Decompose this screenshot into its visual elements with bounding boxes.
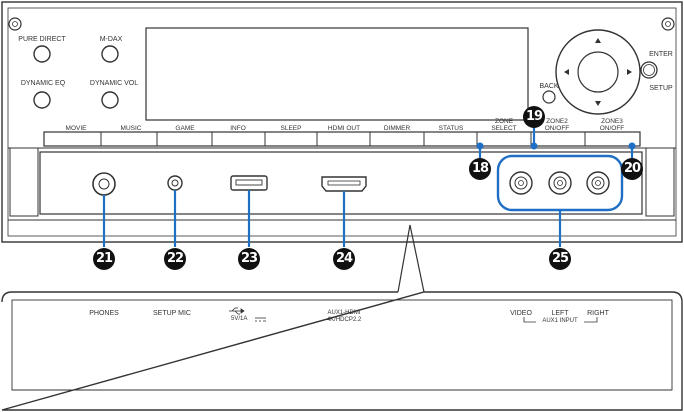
aux-hdcp-label: 4K/HDCP2.2 bbox=[326, 317, 362, 323]
detail-panel bbox=[1, 291, 683, 411]
hdmi-out-button-label[interactable]: HDMI OUT bbox=[327, 125, 361, 132]
callout-20: 20 bbox=[621, 158, 643, 180]
dynamic-vol-button[interactable] bbox=[101, 91, 119, 109]
m-dax-label: M-DAX bbox=[99, 36, 123, 43]
status-button-label[interactable]: STATUS bbox=[438, 125, 464, 132]
side-panel-left bbox=[9, 147, 39, 217]
phones-label: PHONES bbox=[89, 310, 119, 317]
leader-lines bbox=[102, 120, 636, 247]
pure-direct-label: PURE DIRECT bbox=[18, 36, 66, 43]
callout-24: 24 bbox=[333, 248, 355, 270]
hdmi-port[interactable] bbox=[321, 176, 367, 192]
callout-19: 19 bbox=[523, 106, 545, 128]
dynamic-eq-label: DYNAMIC EQ bbox=[20, 80, 66, 87]
screw-left-icon bbox=[8, 17, 22, 31]
zone3-button-label-2: ON/OFF bbox=[599, 125, 625, 132]
setup-label: SETUP bbox=[649, 85, 673, 92]
display-window bbox=[145, 27, 529, 121]
cursor-up-icon bbox=[595, 38, 601, 43]
info-button-label[interactable]: INFO bbox=[230, 125, 246, 132]
dynamic-vol-label: DYNAMIC VOL bbox=[89, 80, 139, 87]
pure-direct-button[interactable] bbox=[33, 45, 51, 63]
callout-21: 21 bbox=[93, 248, 115, 270]
aux1-input-bracket bbox=[523, 317, 598, 323]
sleep-button-label[interactable]: SLEEP bbox=[280, 125, 302, 132]
aux1-input-label: AUX1 INPUT bbox=[542, 318, 578, 324]
cursor-right-icon bbox=[627, 69, 632, 75]
cursor-left-icon bbox=[564, 69, 569, 75]
dc-symbol-icon bbox=[255, 317, 266, 322]
usb-rating-label: 5V/1A bbox=[231, 316, 248, 322]
cursor-down-icon bbox=[595, 101, 601, 106]
bar-dividers bbox=[100, 132, 586, 146]
usb-symbol-icon bbox=[229, 307, 245, 315]
music-button-label[interactable]: MUSIC bbox=[120, 125, 142, 132]
back-label: BACK bbox=[539, 83, 559, 90]
zone-select-button-label[interactable]: ZONE bbox=[494, 118, 514, 125]
dynamic-eq-button[interactable] bbox=[33, 91, 51, 109]
video-jack[interactable] bbox=[509, 171, 533, 195]
audio-right-jack[interactable] bbox=[586, 171, 610, 195]
zone2-button-label-2: ON/OFF bbox=[544, 125, 570, 132]
right-label: RIGHT bbox=[587, 310, 609, 317]
video-label: VIDEO bbox=[510, 310, 532, 317]
button-bar bbox=[43, 131, 641, 147]
callout-22: 22 bbox=[164, 248, 186, 270]
back-button[interactable] bbox=[542, 90, 556, 104]
setup-mic-label: SETUP MIC bbox=[153, 310, 191, 317]
callout-18: 18 bbox=[469, 158, 491, 180]
side-panel-right bbox=[645, 147, 675, 217]
zone-select-button-label-2: SELECT bbox=[491, 125, 517, 132]
m-dax-button[interactable] bbox=[101, 45, 119, 63]
callout-25: 25 bbox=[549, 248, 571, 270]
chassis-inner-line bbox=[7, 7, 677, 237]
setup-mic-jack[interactable] bbox=[167, 175, 183, 191]
audio-left-jack[interactable] bbox=[548, 171, 572, 195]
movie-button-label[interactable]: MOVIE bbox=[65, 125, 87, 132]
game-button-label[interactable]: GAME bbox=[175, 125, 195, 132]
aux-hdmi-label: AUX1-HDMI bbox=[327, 310, 361, 316]
zone2-button-label[interactable]: ZONE2 bbox=[546, 118, 568, 125]
screw-right-icon bbox=[661, 17, 675, 31]
left-label: LEFT bbox=[551, 310, 569, 317]
enter-label: ENTER bbox=[649, 51, 673, 58]
dimmer-button-label[interactable]: DIMMER bbox=[383, 125, 411, 132]
callout-23: 23 bbox=[238, 248, 260, 270]
cursor-center-button[interactable] bbox=[577, 51, 619, 93]
zone3-button-label[interactable]: ZONE3 bbox=[601, 118, 623, 125]
phones-jack[interactable] bbox=[92, 172, 116, 196]
